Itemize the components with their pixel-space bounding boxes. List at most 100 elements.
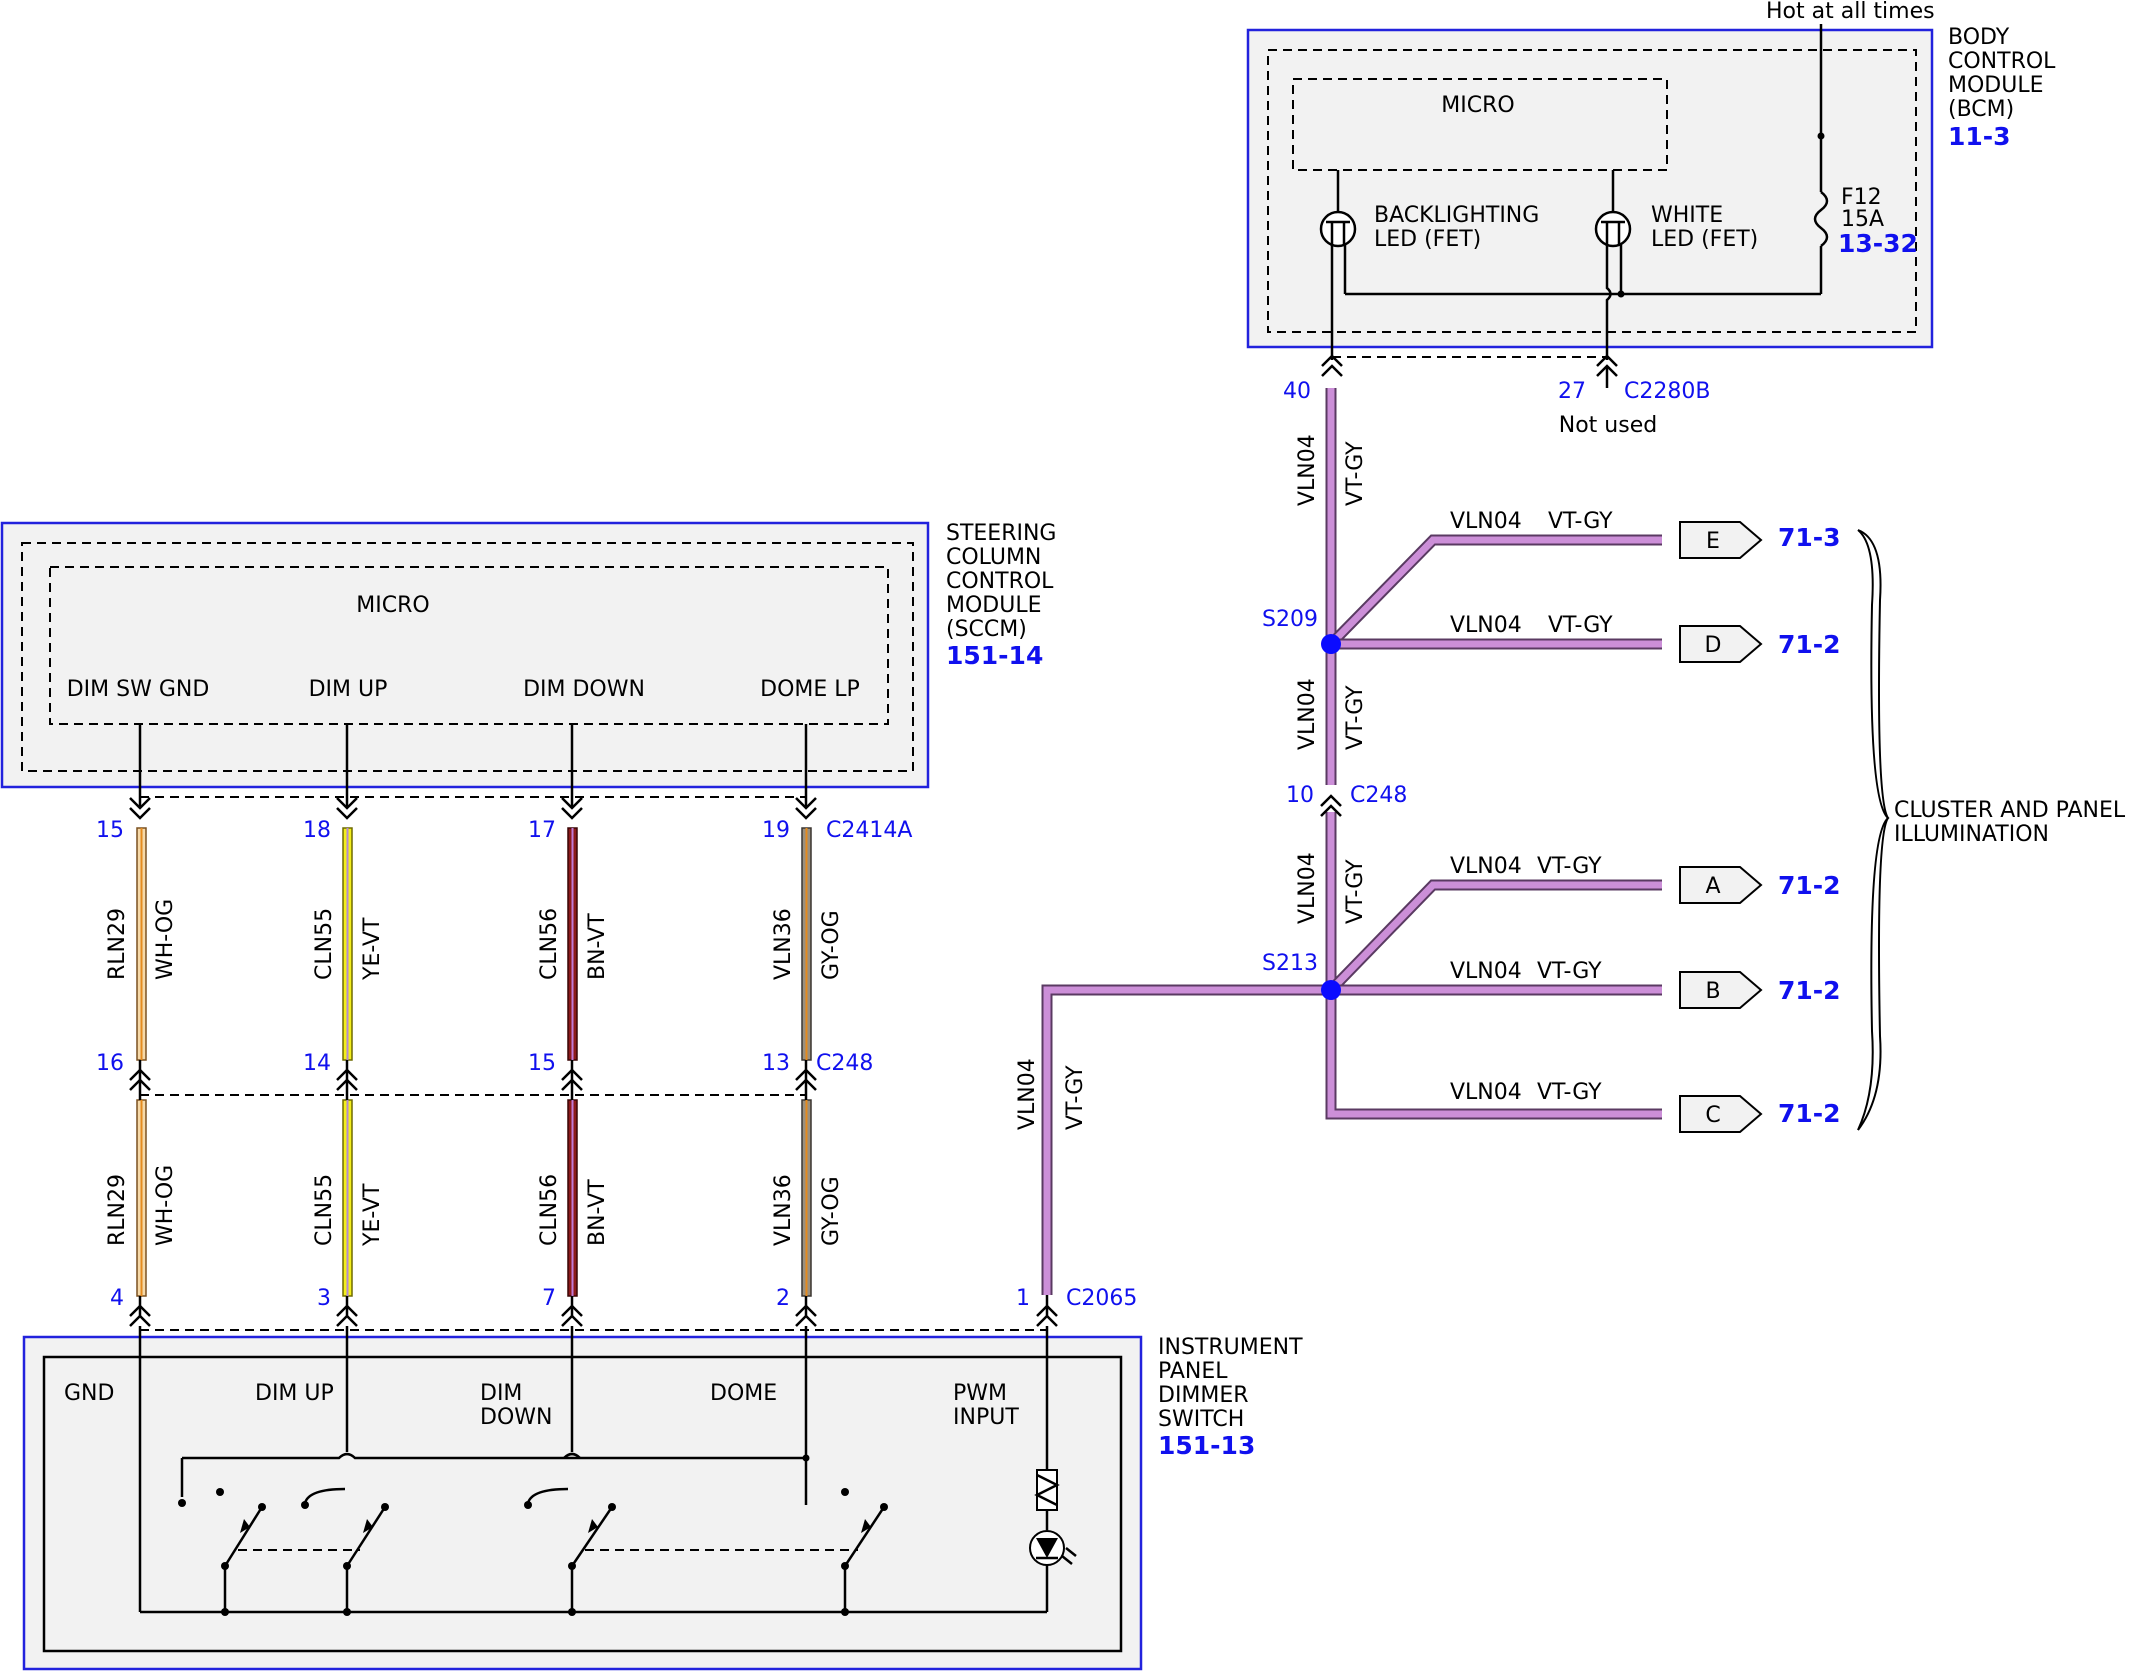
destination-b-ref: 71-2: [1778, 976, 1841, 1005]
sccm-name-5: (SCCM): [946, 617, 1027, 642]
fuse-name: F12: [1841, 185, 1882, 210]
sccm-micro-box: [49, 566, 889, 725]
c248-pin10-symbol: [1320, 794, 1342, 817]
c2414a-pin-17: 17: [528, 818, 556, 843]
dimmer-input-pwm-2: INPUT: [953, 1405, 1019, 1430]
sccm-inner-boundary: [21, 542, 914, 772]
bcm-connector-c2280b: C2280B: [1624, 379, 1710, 404]
wire-4-color-lower: GY-OG: [819, 1176, 844, 1246]
splice-s209: [1321, 634, 1341, 654]
c2414a-pin-15: 15: [96, 818, 124, 843]
sccm-name-4: MODULE: [946, 593, 1042, 618]
destination-d-ref: 71-2: [1778, 630, 1841, 659]
wire-cln56-lower: [567, 1099, 578, 1297]
bcm-module: MICRO Hot at all times F12 15A 13-32 BAC…: [1246, 0, 2056, 438]
branch-b-color: VT-GY: [1537, 959, 1602, 984]
c2065-pin-1: 1: [1016, 1286, 1030, 1311]
fuse-f12-symbol: [1813, 191, 1829, 247]
destination-a-ref: 71-2: [1778, 871, 1841, 900]
trunk-1-color: VT-GY: [1343, 441, 1368, 506]
branch-a-circuit: VLN04: [1450, 854, 1522, 879]
destination-c-letter: C: [1705, 1103, 1720, 1128]
wire-3-circuit-lower: CLN56: [537, 1174, 562, 1246]
not-used-label: Not used: [1559, 413, 1657, 438]
wire-1-color-upper: WH-OG: [153, 899, 178, 980]
bcm-name-3: MODULE: [1948, 73, 2044, 98]
dimmer-input-pwm-1: PWM: [953, 1381, 1007, 1406]
c2414a-pin-19: 19: [762, 818, 790, 843]
dimmer-feed-circuit: VLN04: [1015, 1058, 1040, 1130]
dimmer-switch-module: GND DIM UP DIM DOWN DOME PWM INPUT INSTR…: [22, 1326, 1303, 1671]
branch-c-circuit: VLN04: [1450, 1080, 1522, 1105]
sccm-ref: 151-14: [946, 641, 1043, 670]
trunk-3-circuit: VLN04: [1295, 852, 1320, 924]
splice-s213-label: S213: [1262, 951, 1318, 976]
sccm-name-1: STEERING: [946, 521, 1056, 546]
c2414a-pin15-symbol: [129, 797, 151, 820]
sccm-output-dim-up: DIM UP: [309, 677, 388, 702]
trunk-2-color: VT-GY: [1343, 685, 1368, 750]
dimmer-inner-box: [42, 1355, 1123, 1653]
dimmer-name-4: SWITCH: [1158, 1407, 1244, 1432]
wire-4-color-upper: GY-OG: [819, 910, 844, 980]
c2065-connector-label: C2065: [1066, 1286, 1137, 1311]
sccm-name-2: COLUMN: [946, 545, 1041, 570]
c248-pin-13: 13: [762, 1051, 790, 1076]
backlight-fet-icon: [1319, 210, 1357, 248]
bcm-supply-label: Hot at all times: [1766, 0, 1935, 24]
branch-d-color: VT-GY: [1548, 613, 1613, 638]
bcm-inner-boundary: [1267, 49, 1917, 333]
c2065-pin-3: 3: [317, 1286, 331, 1311]
destination-d-letter: D: [1705, 633, 1722, 658]
white-label-1: WHITE: [1651, 203, 1723, 228]
splice-s213: [1321, 980, 1341, 1000]
sccm-name-3: CONTROL: [946, 569, 1054, 594]
bcm-pin-27: 27: [1558, 379, 1586, 404]
destination-d: D 71-2: [1679, 625, 1841, 663]
wire-3-color-upper: BN-VT: [585, 913, 610, 980]
wire-cln56-upper: [567, 827, 578, 1061]
illumination-title-1: CLUSTER AND PANEL: [1894, 798, 2126, 823]
white-label-2: LED (FET): [1651, 227, 1758, 252]
wire-3-color-lower: BN-VT: [585, 1179, 610, 1246]
dimmer-ref: 151-13: [1158, 1431, 1255, 1460]
bcm-box: [1246, 28, 1934, 349]
dimmer-input-dim-up: DIM UP: [255, 1381, 334, 1406]
branch-e-circuit: VLN04: [1450, 509, 1522, 534]
destination-e-letter: E: [1706, 529, 1720, 554]
bcm-name-4: (BCM): [1948, 97, 2014, 122]
vln04-branch-c: [1325, 990, 1662, 1120]
wire-cln55-upper: [342, 827, 353, 1061]
wire-2-circuit-lower: CLN55: [312, 1174, 337, 1246]
dimmer-box: [22, 1335, 1143, 1671]
fuse-ref: 13-32: [1838, 229, 1918, 258]
wire-cln55-lower: [342, 1099, 353, 1297]
wire-1-circuit-lower: RLN29: [105, 1174, 130, 1246]
c248-pin-10: 10: [1286, 783, 1314, 808]
sccm-output-dim-sw-gnd: DIM SW GND: [67, 677, 210, 702]
c2065-pin-4: 4: [110, 1286, 124, 1311]
vln04-harness: S209 S213 10 C248 VLN04 VT-GY VLN04 VT-G…: [1015, 388, 2126, 1295]
c248-connector-label: C248: [816, 1051, 873, 1076]
c248-connector-label-trunk: C248: [1350, 783, 1407, 808]
c2065-pin-2: 2: [776, 1286, 790, 1311]
dimmer-input-dome: DOME: [710, 1381, 777, 1406]
bcm-name-2: CONTROL: [1948, 49, 2056, 74]
illumination-title-2: ILLUMINATION: [1894, 822, 2049, 847]
trunk-1-circuit: VLN04: [1295, 434, 1320, 506]
wire-vln36-lower: [801, 1099, 812, 1297]
c2414a-pin-18: 18: [303, 818, 331, 843]
c2414a-pin19-symbol: [795, 797, 817, 820]
wire-2-color-upper: YE-VT: [360, 917, 385, 981]
bcm-pin-40: 40: [1283, 379, 1311, 404]
white-output-wire: [1605, 244, 1612, 360]
c2414a-connector-label: C2414A: [826, 818, 912, 843]
fuse-rating: 15A: [1841, 207, 1884, 232]
c248-pin-14: 14: [303, 1051, 331, 1076]
sccm-output-dim-down: DIM DOWN: [523, 677, 645, 702]
wire-1-color-lower: WH-OG: [153, 1165, 178, 1246]
dimmer-feed-color: VT-GY: [1063, 1065, 1088, 1130]
sccm-micro-label: MICRO: [356, 593, 429, 618]
white-fet-icon: [1594, 210, 1632, 248]
